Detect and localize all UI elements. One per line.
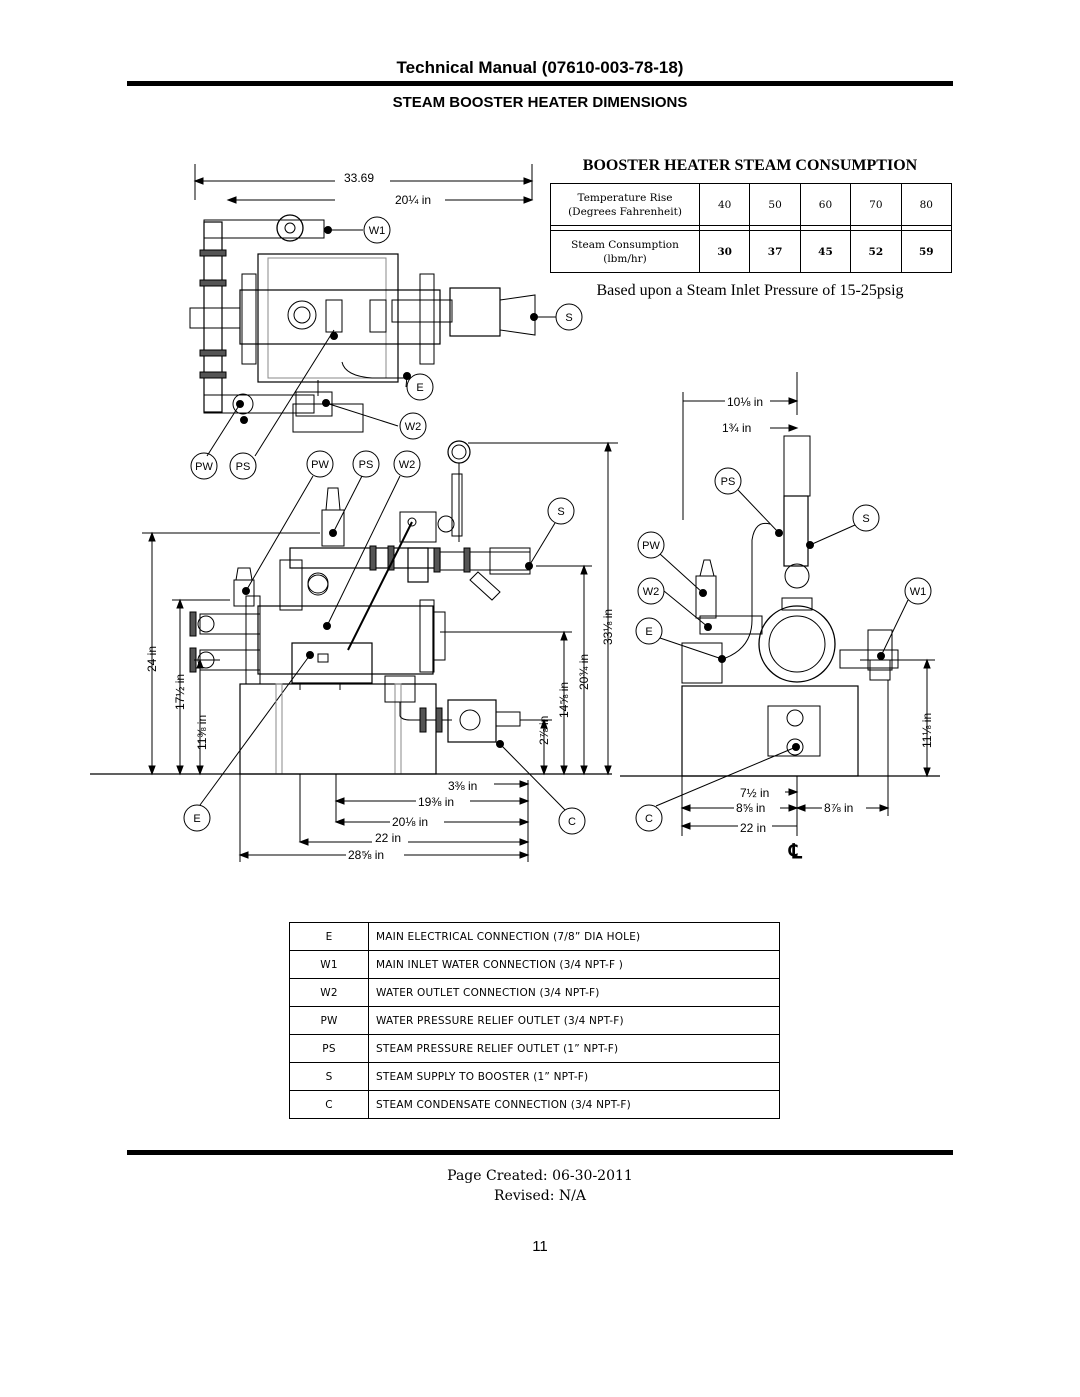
label-line: Steam Consumption xyxy=(571,238,679,251)
connection-legend-table: E MAIN ELECTRICAL CONNECTION (7/8” DIA H… xyxy=(289,922,780,1119)
dim-w7: 7½ in xyxy=(740,786,769,800)
consumption-table: Temperature Rise (Degrees Fahrenheit) 40… xyxy=(550,183,953,273)
page-revised: Revised: N/A xyxy=(494,1188,586,1204)
legend-row: E MAIN ELECTRICAL CONNECTION (7/8” DIA H… xyxy=(289,922,780,951)
legend-code: E xyxy=(289,922,369,951)
table-cell: 52 xyxy=(850,230,902,273)
label-ps: PS xyxy=(721,476,736,488)
temperature-rise-label: Temperature Rise (Degrees Fahrenheit) xyxy=(550,183,700,226)
legend-code: PS xyxy=(289,1034,369,1063)
label-w2: W2 xyxy=(405,421,422,433)
label-w2: W2 xyxy=(643,586,660,598)
dim-w20: 20⅛ in xyxy=(392,815,428,829)
table-cell: 45 xyxy=(799,230,852,273)
legend-code: W1 xyxy=(289,950,369,979)
consumption-note: Based upon a Steam Inlet Pressure of 15-… xyxy=(596,282,904,299)
legend-row: C STEAM CONDENSATE CONNECTION (3/4 NPT-F… xyxy=(289,1090,780,1119)
legend-description: STEAM CONDENSATE CONNECTION (3/4 NPT-F) xyxy=(368,1090,780,1119)
label-w2: W2 xyxy=(399,459,416,471)
legend-code: C xyxy=(289,1090,369,1119)
table-cell: 37 xyxy=(749,230,801,273)
legend-row: W1 MAIN INLET WATER CONNECTION (3/4 NPT-… xyxy=(289,950,780,979)
legend-description: MAIN INLET WATER CONNECTION (3/4 NPT-F ) xyxy=(368,950,780,979)
consumption-title: BOOSTER HEATER STEAM CONSUMPTION xyxy=(582,157,918,174)
legend-description: WATER PRESSURE RELIEF OUTLET (3/4 NPT-F) xyxy=(368,1006,780,1035)
temperature-rise-row: Temperature Rise (Degrees Fahrenheit) 40… xyxy=(550,183,953,226)
dim-d1: 1¾ in xyxy=(722,421,751,435)
label-s: S xyxy=(565,312,572,324)
table-cell: 80 xyxy=(900,183,953,226)
top-view: 33.69 20¼ in xyxy=(189,164,583,480)
manual-title: Technical Manual (07610-003-78-18) xyxy=(396,58,684,77)
dim-w19: 19⅜ in xyxy=(418,795,454,809)
legend-row: W2 WATER OUTLET CONNECTION (3/4 NPT-F) xyxy=(289,978,780,1007)
header-rule xyxy=(127,81,953,86)
dim-inner: 20¼ in xyxy=(395,193,431,207)
dim-h11: 11⅜ in xyxy=(195,715,209,750)
dim-w28: 28⅝ in xyxy=(348,848,384,862)
label-ps: PS xyxy=(359,459,374,471)
table-cell: 60 xyxy=(799,183,852,226)
dim-h11-side: 11⅛ in xyxy=(920,713,934,748)
table-separator xyxy=(550,225,953,231)
front-view: PW PS W2 S E C xyxy=(90,440,618,862)
dim-h33: 33⅛ in xyxy=(601,609,615,645)
dim-w8b: 8⅞ in xyxy=(824,801,853,815)
label-w1: W1 xyxy=(910,586,927,598)
footer-rule xyxy=(127,1150,953,1155)
table-cell: 30 xyxy=(698,230,751,273)
dim-w3: 3⅜ in xyxy=(448,779,477,793)
dim-d10: 10⅛ in xyxy=(727,395,763,409)
label-c: C xyxy=(645,813,653,825)
legend-description: MAIN ELECTRICAL CONNECTION (7/8” DIA HOL… xyxy=(368,922,780,951)
table-cell: 70 xyxy=(850,183,902,226)
dim-overall: 33.69 xyxy=(344,171,374,185)
page-created: Page Created: 06-30-2011 xyxy=(447,1168,633,1184)
label-s: S xyxy=(557,506,564,518)
legend-code: S xyxy=(289,1062,369,1091)
legend-code: PW xyxy=(289,1006,369,1035)
side-view: 10⅛ in 1¾ in PS S PW W2 W1 xyxy=(620,372,940,863)
label-e: E xyxy=(416,382,423,394)
dim-h14: 14⅝ in xyxy=(557,682,571,718)
legend-description: WATER OUTLET CONNECTION (3/4 NPT-F) xyxy=(368,978,780,1007)
table-cell: 59 xyxy=(900,230,953,273)
label-line: (Degrees Fahrenheit) xyxy=(568,205,682,218)
legend-row: S STEAM SUPPLY TO BOOSTER (1” NPT-F) xyxy=(289,1062,780,1091)
legend-row: PS STEAM PRESSURE RELIEF OUTLET (1” NPT-… xyxy=(289,1034,780,1063)
dim-h24: 24 in xyxy=(145,646,159,672)
table-cell: 50 xyxy=(749,183,801,226)
label-s: S xyxy=(862,513,869,525)
section-title: STEAM BOOSTER HEATER DIMENSIONS xyxy=(392,94,688,111)
label-w1: W1 xyxy=(369,225,386,237)
centerline-symbol: ℄ xyxy=(788,841,803,863)
steam-consumption-label: Steam Consumption (lbm/hr) xyxy=(550,230,700,273)
label-e: E xyxy=(645,626,652,638)
dim-h2: 2⅞ in xyxy=(537,716,551,745)
heater-dimension-drawing: 33.69 20¼ in xyxy=(90,164,940,863)
steam-consumption-row: Steam Consumption (lbm/hr) 30 37 45 52 5… xyxy=(550,230,953,273)
label-line: (lbm/hr) xyxy=(603,252,647,265)
dim-w8a: 8⅝ in xyxy=(736,801,765,815)
legend-code: W2 xyxy=(289,978,369,1007)
legend-row: PW WATER PRESSURE RELIEF OUTLET (3/4 NPT… xyxy=(289,1006,780,1035)
legend-description: STEAM SUPPLY TO BOOSTER (1” NPT-F) xyxy=(368,1062,780,1091)
label-line: Temperature Rise xyxy=(577,191,673,204)
label-pw: PW xyxy=(642,540,660,552)
page-number: 11 xyxy=(532,1238,548,1255)
label-pw: PW xyxy=(311,459,329,471)
legend-description: STEAM PRESSURE RELIEF OUTLET (1” NPT-F) xyxy=(368,1034,780,1063)
label-pw: PW xyxy=(195,461,213,473)
label-ps: PS xyxy=(236,461,251,473)
dim-w22: 22 in xyxy=(375,831,401,845)
dim-w22-side: 22 in xyxy=(740,821,766,835)
label-e: E xyxy=(193,813,200,825)
label-c: C xyxy=(568,816,576,828)
dim-h20: 20¾ in xyxy=(577,654,591,690)
dim-h17: 17½ in xyxy=(173,674,187,710)
